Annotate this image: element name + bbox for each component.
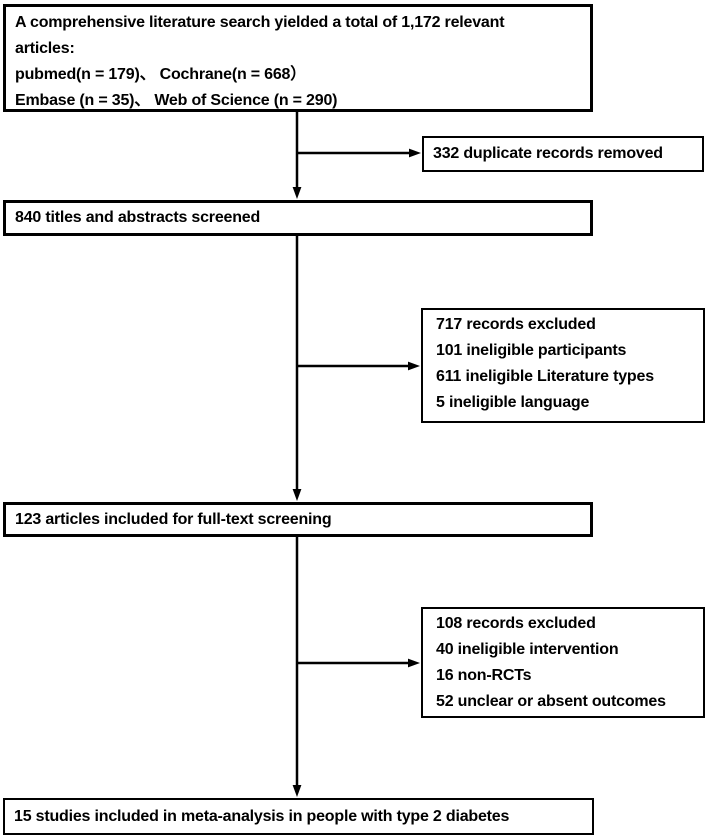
box-titles-abstracts-screened: 840 titles and abstracts screened xyxy=(3,200,593,236)
included-meta-analysis-label: 15 studies included in meta-analysis in … xyxy=(14,807,510,825)
box-records-excluded-fulltext: 108 records excluded 40 ineligible inter… xyxy=(421,607,705,718)
records-excluded-fulltext-line: 52 unclear or absent outcomes xyxy=(436,693,666,710)
literature-search-line: A comprehensive literature search yielde… xyxy=(15,14,505,31)
box-fulltext-screening: 123 articles included for full-text scre… xyxy=(3,502,593,537)
box-duplicates-removed: 332 duplicate records removed xyxy=(422,136,704,172)
arrow-search-to-screened-head xyxy=(292,187,302,199)
literature-search-line: pubmed(n = 179)、 Cochrane(n = 668） xyxy=(15,66,307,83)
records-excluded-screening-line: 611 ineligible Literature types xyxy=(436,368,654,385)
titles-abstracts-screened-label: 840 titles and abstracts screened xyxy=(15,209,261,226)
fulltext-screening-label: 123 articles included for full-text scre… xyxy=(15,510,332,528)
arrow-to-duplicates-head xyxy=(409,148,421,158)
records-excluded-fulltext-line: 16 non-RCTs xyxy=(436,667,532,684)
arrow-fulltext-to-included-head xyxy=(292,785,302,797)
arrow-to-excluded-fulltext-head xyxy=(408,658,420,668)
box-records-excluded-screening: 717 records excluded 101 ineligible part… xyxy=(421,308,705,423)
arrow-screened-to-fulltext-head xyxy=(292,489,302,501)
box-literature-search: A comprehensive literature search yielde… xyxy=(3,4,593,112)
literature-search-line: Embase (n = 35)、 Web of Science (n = 290… xyxy=(15,92,338,109)
records-excluded-fulltext-line: 40 ineligible intervention xyxy=(436,641,619,658)
records-excluded-screening-line: 5 ineligible language xyxy=(436,394,590,411)
arrow-to-excluded-screening-head xyxy=(408,361,420,371)
records-excluded-screening-line: 101 ineligible participants xyxy=(436,342,627,359)
records-excluded-screening-line: 717 records excluded xyxy=(436,316,596,333)
records-excluded-fulltext-line: 108 records excluded xyxy=(436,615,596,632)
literature-search-line: articles: xyxy=(15,40,75,57)
box-included-meta-analysis: 15 studies included in meta-analysis in … xyxy=(3,798,594,835)
duplicates-removed-label: 332 duplicate records removed xyxy=(433,145,663,162)
